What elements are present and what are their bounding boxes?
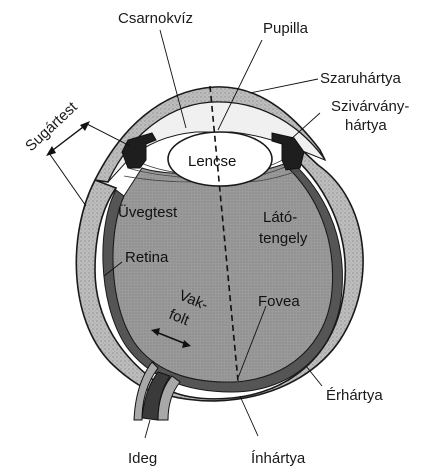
ciliary-arrow-top bbox=[80, 121, 90, 131]
label-vitreous: Üvegtest bbox=[118, 203, 178, 221]
leader-sclera bbox=[240, 396, 258, 436]
label-fovea: Fovea bbox=[258, 293, 300, 310]
label-nerve: Ideg bbox=[128, 450, 157, 467]
label-iris-1: Szivárvány- bbox=[331, 98, 409, 115]
label-iris-2: hártya bbox=[345, 117, 387, 134]
label-retina: Retina bbox=[125, 249, 169, 266]
leader-cornea bbox=[250, 79, 318, 93]
vitreous-body bbox=[113, 164, 333, 382]
label-aqueous: Csarnokvíz bbox=[118, 10, 193, 27]
label-choroid: Érhártya bbox=[326, 387, 383, 404]
label-visual-axis-2: tengely bbox=[259, 230, 308, 247]
ciliary-bracket-ext-bottom bbox=[49, 153, 86, 206]
label-pupil: Pupilla bbox=[263, 20, 309, 37]
leader-nerve bbox=[145, 420, 150, 438]
label-lens: Lencse bbox=[188, 153, 236, 170]
label-visual-axis-1: Látó- bbox=[263, 209, 297, 226]
label-cornea: Szaruhártya bbox=[320, 70, 402, 87]
label-sclera: Ínhártya bbox=[251, 450, 306, 467]
label-ciliary: Sugártest bbox=[22, 98, 81, 155]
ciliary-arrow-bottom bbox=[46, 146, 56, 156]
